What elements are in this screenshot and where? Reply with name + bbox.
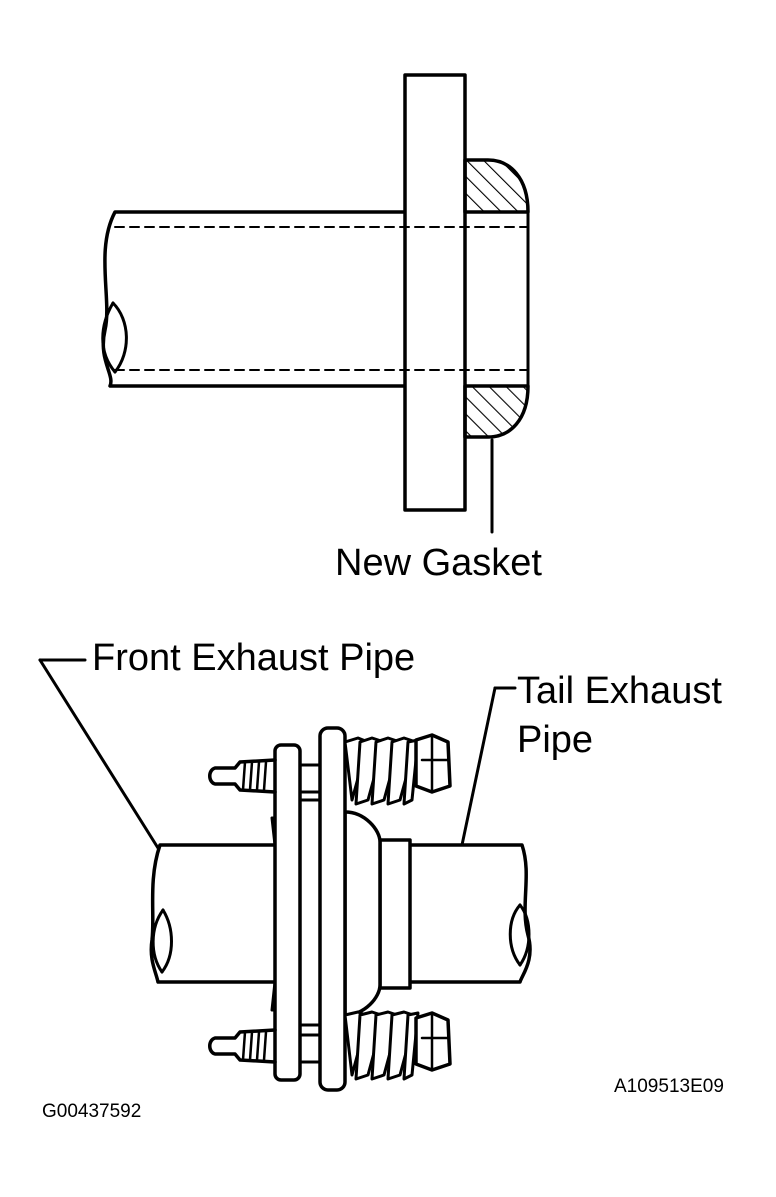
new-gasket-part <box>463 158 530 439</box>
figure-code-left: G00437592 <box>42 1101 141 1122</box>
top-flange <box>403 73 467 512</box>
figure-code-right: A109513E09 <box>614 1076 724 1097</box>
tail-exhaust-pipe-label-line2: Pipe <box>517 719 593 761</box>
front-pipe-leader-line <box>38 658 160 850</box>
front-flange <box>273 743 322 1082</box>
hidden-bore-lines <box>114 226 529 371</box>
lower-spring <box>343 1010 420 1081</box>
tail-exhaust-pipe-part <box>378 838 532 990</box>
top-pipe <box>101 210 407 388</box>
lower-nut <box>414 1011 452 1072</box>
spherical-joint <box>343 810 382 1017</box>
tail-pipe-leader-line <box>460 686 517 847</box>
upper-bolt <box>208 758 322 794</box>
front-exhaust-pipe-label: Front Exhaust Pipe <box>92 637 415 679</box>
upper-spring <box>343 736 420 806</box>
tail-flange <box>318 726 347 1092</box>
lower-bolt <box>208 1028 322 1064</box>
upper-nut <box>414 733 452 794</box>
tail-exhaust-pipe-label-line1: Tail Exhaust <box>517 670 722 712</box>
new-gasket-label: New Gasket <box>335 542 542 584</box>
